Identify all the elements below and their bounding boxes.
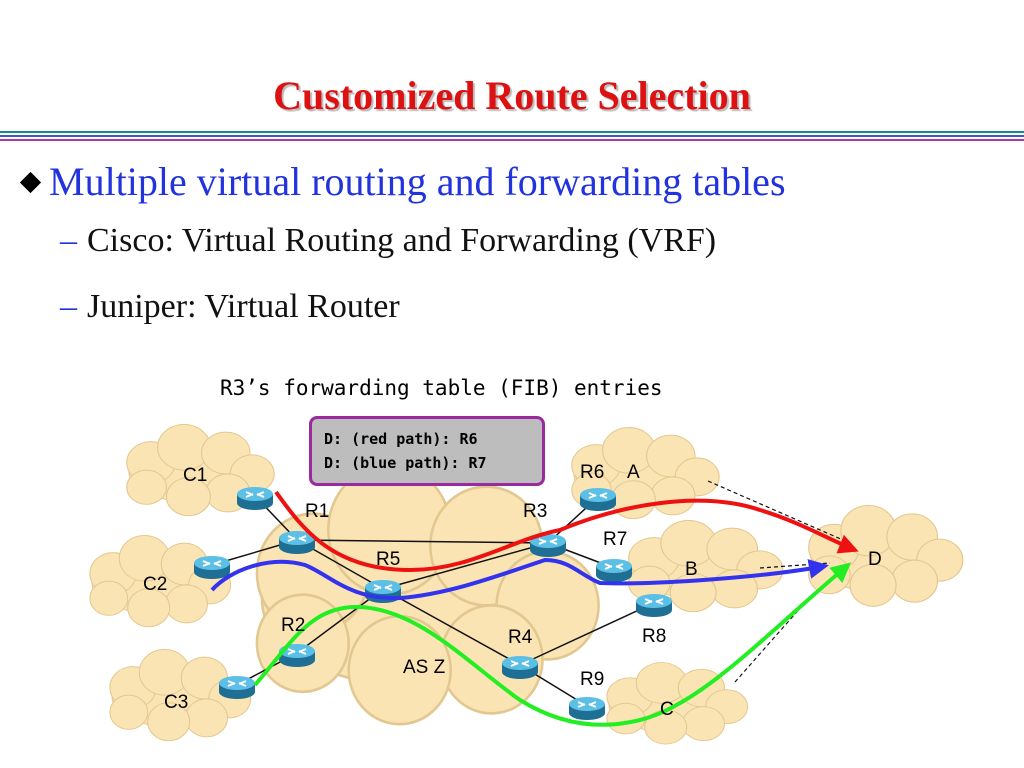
fib-entry-red: D: (red path): R6: [324, 430, 478, 448]
router-r6-icon: [579, 487, 617, 512]
r7-label: R7: [603, 529, 627, 550]
red-path: [274, 490, 859, 573]
main-bullet: Multiple virtual routing and forwarding …: [14, 158, 786, 205]
dash-marker: –: [60, 288, 77, 325]
r2-label: R2: [281, 615, 305, 636]
router-c2-icon: [193, 555, 231, 580]
r4-label: R4: [508, 627, 533, 648]
r5-label: R5: [376, 549, 400, 570]
blue-path: [210, 557, 829, 601]
sub-bullet-juniper: –Juniper: Virtual Router: [60, 288, 400, 326]
d-label: D: [868, 549, 882, 570]
sub-bullet-text: Cisco: Virtual Routing and Forwarding (V…: [87, 222, 717, 259]
dash-marker: –: [60, 222, 77, 259]
c1-label: C1: [183, 465, 207, 486]
c2-label: C2: [143, 574, 167, 595]
green-path: [253, 562, 852, 727]
r3-label: R3: [523, 501, 547, 522]
fib-caption: R3’s forwarding table (FIB) entries: [220, 376, 663, 400]
r6-label: R6: [580, 462, 604, 483]
router-r9-icon: [568, 696, 606, 721]
r1-label: R1: [305, 501, 329, 522]
d-cloud: [808, 504, 964, 607]
as-z-label: AS Z: [403, 657, 446, 678]
a-label: A: [627, 462, 640, 483]
b-label: B: [685, 559, 698, 580]
router-c3-icon: [218, 675, 256, 700]
c-label: C: [660, 699, 674, 720]
r8-label: R8: [642, 626, 666, 647]
c3-label: C3: [164, 692, 188, 713]
router-r4-icon: [501, 655, 539, 680]
sub-bullet-cisco: –Cisco: Virtual Routing and Forwarding (…: [60, 222, 716, 260]
sub-bullet-text: Juniper: Virtual Router: [87, 288, 400, 325]
router-r8-icon: [635, 593, 673, 618]
router-r7-icon: [595, 558, 633, 583]
r9-label: R9: [580, 669, 604, 690]
slide-title: Customized Route Selection: [273, 73, 751, 118]
router-c1-icon: [236, 486, 274, 511]
fib-entry-blue: D: (blue path): R7: [324, 454, 487, 472]
fib-entries-box: D: (red path): R6 D: (blue path): R7: [309, 416, 545, 486]
title-divider: [0, 131, 1024, 141]
main-bullet-text: Multiple virtual routing and forwarding …: [49, 159, 786, 204]
